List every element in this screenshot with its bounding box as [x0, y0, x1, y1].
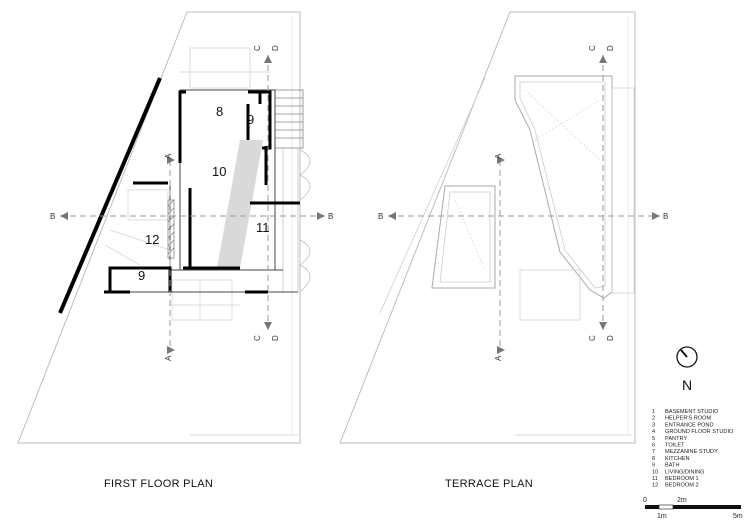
north-arrow: N	[676, 346, 698, 393]
legend-number: 4	[652, 429, 655, 435]
room-number-bedroom-1: 11	[256, 220, 270, 235]
faint-detail	[104, 47, 270, 321]
legend-number: 11	[652, 476, 658, 482]
legend-number: 5	[652, 436, 655, 442]
scale-seg-2	[658, 504, 674, 510]
site-outline	[17, 11, 301, 444]
first-floor-plan-title: FIRST FLOOR PLAN	[104, 478, 213, 490]
legend-number: 10	[652, 469, 658, 475]
light-well	[217, 140, 263, 268]
terrace-plan-title: TERRACE PLAN	[445, 478, 533, 490]
terrace-section-label-b-left: B	[378, 212, 383, 221]
scale-seg-1	[645, 505, 659, 509]
scale-label-2m: 2m	[677, 497, 687, 504]
scale-bar: 0 1m 2m 5m	[643, 497, 743, 520]
legend-label: KITCHEN	[665, 456, 690, 462]
section-label-a-bottom: A	[164, 355, 173, 361]
legend-label: BASEMENT STUDIO	[665, 409, 719, 415]
legend-number: 7	[652, 449, 655, 455]
scale-label-5m: 5m	[733, 513, 743, 520]
terrace-section-label-c-bottom: C	[588, 335, 597, 341]
legend-number: 9	[652, 463, 655, 469]
terrace-faint-detail	[454, 89, 601, 271]
section-lines	[60, 55, 325, 350]
room-number-bath: 9	[247, 112, 254, 127]
legend-number: 8	[652, 456, 655, 462]
legend-number: 2	[652, 416, 655, 422]
legend-number: 12	[652, 483, 658, 489]
scale-label-0: 0	[643, 497, 647, 504]
legend-number: 3	[652, 422, 655, 428]
terrace-section-label-c-top: C	[588, 45, 597, 51]
side-arcs	[282, 148, 311, 293]
north-label: N	[682, 377, 692, 393]
legend-label: BATH	[665, 463, 680, 469]
section-label-d-top: D	[271, 45, 280, 51]
room-number-living: 10	[212, 164, 226, 179]
section-label-c-top: C	[253, 45, 262, 51]
terrace-section-lines	[388, 55, 660, 350]
room-number-kitchen: 8	[216, 104, 223, 119]
section-label-d-bottom: D	[271, 335, 280, 341]
room-number-bedroom-2: 12	[145, 232, 159, 247]
legend-label: MEZZANINE STUDY	[665, 449, 718, 455]
legend-number: 1	[652, 409, 655, 415]
legend-label: HELPER'S ROOM	[665, 416, 711, 422]
terrace-section-label-b-right: B	[663, 212, 668, 221]
section-label-b-left: B	[50, 212, 55, 221]
terrace-section-label-a-bottom: A	[494, 355, 503, 361]
stair	[274, 89, 304, 149]
first-floor-plan: 8 9 10 11 12 9 B B C D C D A A FIRST FLO…	[17, 11, 333, 490]
section-label-a-top: A	[164, 153, 173, 159]
scale-seg-3	[673, 505, 741, 509]
room-number-bath-2: 9	[138, 268, 145, 283]
section-label-b-right: B	[328, 212, 333, 221]
scale-label-1m: 1m	[657, 513, 667, 520]
boundary-wall	[58, 77, 162, 314]
north-arrow-pointer	[680, 349, 688, 358]
section-label-c-bottom: C	[253, 335, 262, 341]
roof-outlines	[431, 75, 613, 299]
terrace-section-markers	[388, 55, 660, 354]
legend-number: 6	[652, 443, 655, 449]
legend: 1 BASEMENT STUDIO 2 HELPER'S ROOM 3 ENTRANCE …	[652, 409, 734, 489]
legend-label: BEDROOM 1	[665, 476, 699, 482]
legend-label: LIVING/DINING	[665, 469, 704, 475]
terrace-section-label-d-bottom: D	[606, 335, 615, 341]
hatched-wall	[167, 199, 175, 259]
thick-walls	[104, 90, 300, 294]
terrace-right-box	[519, 87, 635, 321]
terrace-section-label-a-top: A	[494, 153, 503, 159]
section-markers	[60, 55, 325, 354]
legend-label: ENTRANCE POND	[665, 422, 713, 428]
legend-label: GROUND FLOOR STUDIO	[665, 429, 734, 435]
terrace-site-outline	[339, 11, 636, 444]
legend-label: BEDROOM 2	[665, 483, 699, 489]
terrace-section-label-d-top: D	[606, 45, 615, 51]
legend-label: PANTRY	[665, 436, 687, 442]
terrace-boundary	[379, 77, 486, 314]
terrace-plan: B B C D C D A A TERRACE PLAN	[339, 11, 668, 490]
legend-label: TOILET	[665, 443, 685, 449]
